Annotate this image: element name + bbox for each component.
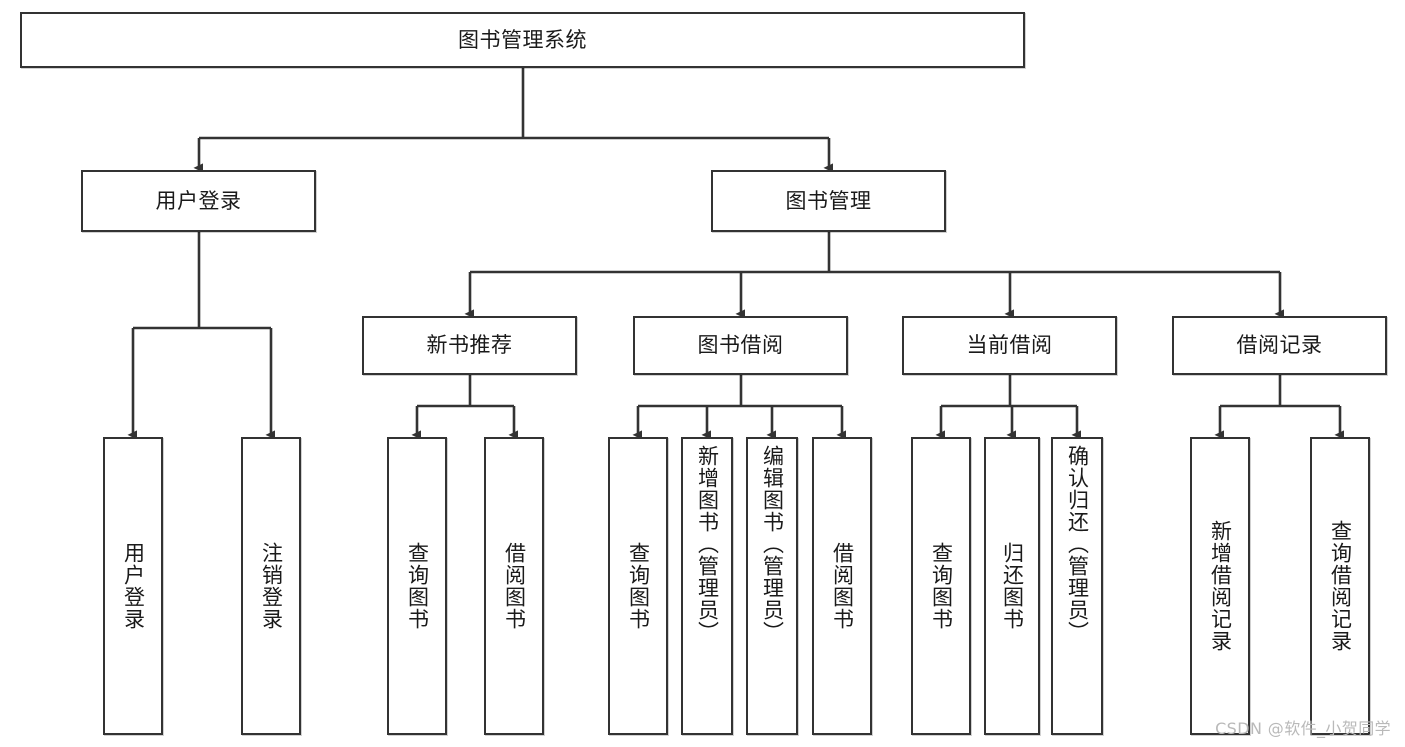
node-l3[interactable]: 查询图书 [387,437,447,735]
node-bookmgmt[interactable]: 图书管理 [711,170,946,232]
node-l5[interactable]: 查询图书 [608,437,668,735]
node-root[interactable]: 图书管理系统 [20,12,1025,68]
node-label: 当前借阅 [966,333,1053,358]
node-label: 图书管理系统 [458,27,587,52]
node-label: 注销登录 [259,542,284,630]
node-label: 图书管理 [785,188,872,213]
node-label: 查询借阅记录 [1328,520,1353,652]
node-label: 新书推荐 [426,333,513,358]
node-label: 确认归还（管理员） [1065,445,1090,643]
node-label: 新增图书（管理员） [695,445,720,643]
node-l9[interactable]: 查询图书 [911,437,971,735]
node-label: 借阅图书 [830,542,855,630]
node-login[interactable]: 用户登录 [81,170,316,232]
node-l1[interactable]: 用户登录 [103,437,163,735]
node-newbook[interactable]: 新书推荐 [362,316,577,375]
node-label: 查询图书 [929,542,954,630]
node-l6[interactable]: 新增图书（管理员） [681,437,733,735]
csdn-watermark: CSDN @软件_小贺同学 [1215,719,1391,738]
node-label: 图书借阅 [697,333,784,358]
node-current[interactable]: 当前借阅 [902,316,1117,375]
node-l10[interactable]: 归还图书 [984,437,1040,735]
node-label: 借阅记录 [1236,333,1323,358]
node-l11[interactable]: 确认归还（管理员） [1051,437,1103,735]
node-label: 用户登录 [155,188,242,213]
node-label: 归还图书 [1000,542,1025,630]
node-records[interactable]: 借阅记录 [1172,316,1387,375]
node-label: 借阅图书 [502,542,527,630]
node-l2[interactable]: 注销登录 [241,437,301,735]
node-label: 查询图书 [626,542,651,630]
node-label: 编辑图书（管理员） [760,445,785,643]
node-l12[interactable]: 新增借阅记录 [1190,437,1250,735]
node-label: 用户登录 [121,542,146,630]
node-l4[interactable]: 借阅图书 [484,437,544,735]
node-l7[interactable]: 编辑图书（管理员） [746,437,798,735]
node-l8[interactable]: 借阅图书 [812,437,872,735]
node-borrow[interactable]: 图书借阅 [633,316,848,375]
node-label: 新增借阅记录 [1208,520,1233,652]
node-label: 查询图书 [405,542,430,630]
node-l13[interactable]: 查询借阅记录 [1310,437,1370,735]
